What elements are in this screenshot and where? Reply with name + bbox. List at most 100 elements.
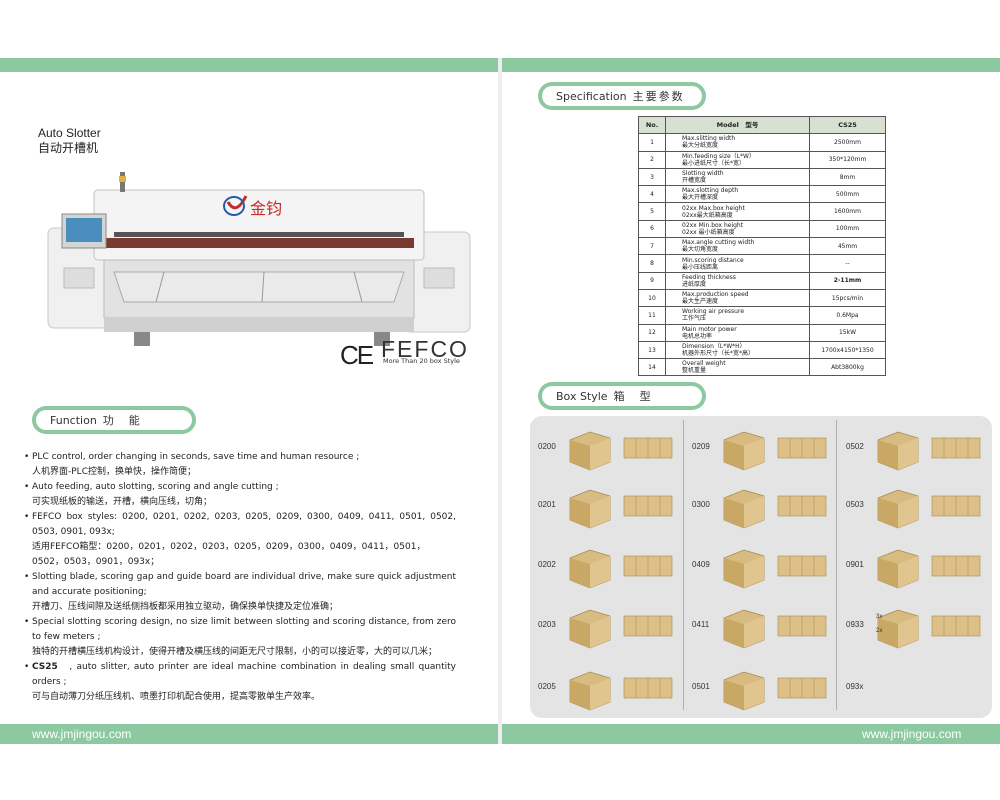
spec-row-no: 8 — [638, 254, 666, 273]
spec-row-name-en: Max.slotting depth — [682, 187, 739, 195]
spec-row-no: 3 — [638, 167, 666, 187]
box-style-code: 0209 — [692, 442, 710, 451]
spec-row-name-en: Min.feeding size（L*W） — [682, 152, 755, 160]
box-style-illustration — [877, 609, 981, 649]
function-header: Function 功 能 — [32, 406, 196, 434]
box-style-code: 0933 — [846, 620, 864, 629]
top-band-right — [502, 58, 1000, 72]
spec-col-model: Model 型号 — [665, 115, 810, 135]
specification-header: Specification 主要参数 — [538, 82, 706, 110]
bottom-band-right — [502, 724, 1000, 744]
spec-row-no: 10 — [638, 288, 666, 308]
box-style-code: 0502 — [846, 442, 864, 451]
top-band-left — [0, 58, 498, 72]
spec-row-name: Min.feeding size（L*W）最小进纸尺寸（长*宽） — [665, 150, 810, 169]
spec-row-name-en: Max.production speed — [682, 291, 749, 299]
box-column-divider — [836, 420, 837, 710]
specification-header-zh: 主要参数 — [632, 90, 685, 103]
spec-row-name-en: Main motor power — [682, 325, 737, 333]
box-style-code: 0411 — [692, 620, 710, 629]
spec-row-name-zh: 进纸厚度 — [682, 280, 707, 288]
spec-row-name-zh: 工作气压 — [682, 315, 707, 323]
spec-row-name-en: Overall weight — [682, 360, 726, 368]
function-item-en: Special slotting scoring design, no size… — [32, 617, 456, 642]
website-right[interactable]: www.jmjingou.com — [862, 727, 962, 741]
spec-row-value: 2500mm — [809, 133, 886, 152]
box-style-code: 0202 — [538, 560, 556, 569]
spec-header-row: No. Model 型号 CS25 — [638, 115, 886, 135]
function-item-4: Slotting blade, scoring gap and guide bo… — [24, 570, 456, 615]
spec-row-value: 15pcs/min — [809, 288, 886, 308]
spec-row-name-en: Dimension（L*W*H） — [682, 343, 746, 350]
spec-row-name-en: 02xx Min.box height — [682, 221, 744, 229]
function-item-en: Slotting blade, scoring gap and guide bo… — [32, 572, 456, 597]
spec-row-name-zh: 最大切角宽度 — [682, 246, 719, 254]
box-style-illustration — [569, 431, 673, 471]
box-style-illustration — [723, 489, 827, 529]
spec-row-no: 14 — [638, 358, 666, 377]
box-style-illustration — [569, 489, 673, 529]
spec-row-value: 0.6Mpa — [809, 306, 886, 325]
fefco-logo: FEFCO — [381, 336, 469, 362]
fefco-subtitle: More Than 20 box Style — [383, 357, 460, 365]
function-item-zh: 适用FEFCO箱型：0200，0201，0202，0203，0205，0209，… — [32, 542, 426, 567]
spec-row-name-zh: 整机重量 — [682, 367, 707, 375]
spec-row-no: 6 — [638, 219, 666, 239]
box-style-illustration — [723, 431, 827, 471]
function-item-3: FEFCO box styles: 0200, 0201, 0202, 0203… — [24, 510, 456, 570]
spec-row-name-en: Working air pressure — [682, 308, 745, 316]
function-item-6: CS25 , auto slitter, auto printer are id… — [24, 660, 456, 705]
spec-row-no: 5 — [638, 202, 666, 221]
box-style-illustration — [723, 609, 827, 649]
function-item-1: PLC control, order changing in seconds, … — [24, 450, 456, 480]
box-style-code: 0503 — [846, 500, 864, 509]
spec-row-no: 7 — [638, 237, 666, 256]
function-header-en: Function — [50, 413, 97, 427]
function-header-zh: 功 能 — [102, 414, 142, 427]
spec-row-name: Dimension（L*W*H）机器外形尺寸（长*宽*高） — [665, 340, 810, 360]
function-item-zh: 开槽刀、压线间隙及送纸侧挡板都采用独立驱动，确保换单快捷及定位准确； — [32, 602, 339, 612]
page-spine — [498, 58, 502, 744]
spec-row-value: 8mm — [809, 167, 886, 187]
spec-row-name-zh: 最小压线距离 — [682, 263, 719, 271]
box-style-illustration — [723, 549, 827, 589]
spec-row-name-zh: 机器外形尺寸（长*宽*高） — [682, 350, 755, 357]
spec-row-value: 500mm — [809, 185, 886, 204]
spec-row-no: 9 — [638, 271, 666, 290]
box-style-illustration — [569, 609, 673, 649]
spec-row-name-zh: 开槽宽度 — [682, 177, 707, 185]
spec-row-no: 12 — [638, 323, 666, 342]
specification-header-en: Specification — [556, 89, 627, 103]
box-style-illustration — [569, 549, 673, 589]
spec-row-value: -- — [809, 254, 886, 273]
spec-row-name-en: Min.scoring distance — [682, 256, 744, 264]
brand-logo-text: 金钧 — [250, 199, 282, 218]
function-item-en: FEFCO box styles: 0200, 0201, 0202, 0203… — [32, 512, 456, 537]
function-item-zh: 可实现纸板的输送，开槽，横向压线，切角； — [32, 497, 213, 507]
box-style-code: 0901 — [846, 560, 864, 569]
box-style-header: Box Style 箱 型 — [538, 382, 706, 410]
spec-row-value: Abt3800kg — [809, 358, 886, 377]
spec-row-no: 11 — [638, 306, 666, 325]
website-left[interactable]: www.jmjingou.com — [32, 727, 132, 741]
spec-row-name-en: Max.slitting width — [682, 135, 736, 143]
spec-row-value: 45mm — [809, 237, 886, 256]
spec-row-no: 1 — [638, 133, 666, 152]
